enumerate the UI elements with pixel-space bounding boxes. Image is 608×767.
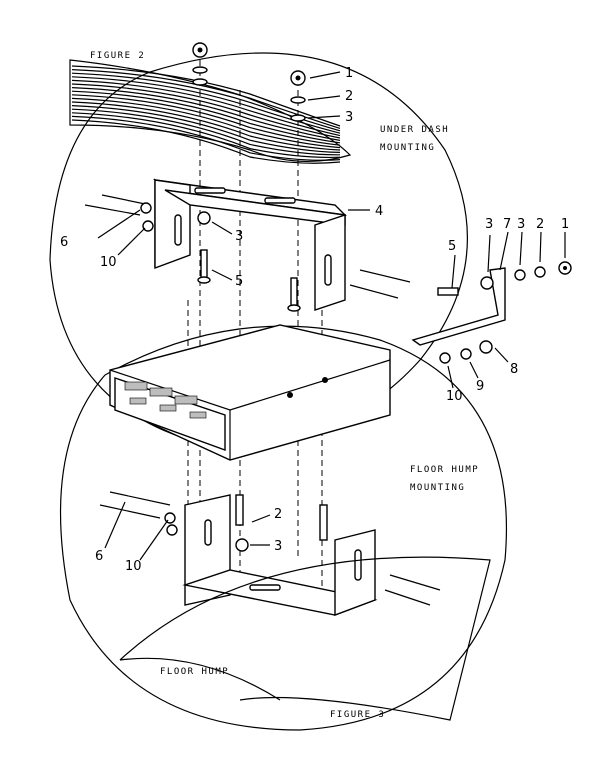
callout-5-upper: 5 bbox=[235, 274, 243, 289]
floor-hump-mounting-line2: MOUNTING bbox=[410, 483, 465, 493]
callout-6-lower: 6 bbox=[95, 549, 103, 564]
callout-2-lower: 2 bbox=[274, 507, 282, 522]
callout-3-lower: 3 bbox=[274, 539, 282, 554]
callout-10-lower: 10 bbox=[125, 559, 142, 574]
callout-10-upper: 10 bbox=[100, 255, 117, 270]
dash-panel-hatch-line bbox=[71, 108, 341, 156]
lower-mounting-bracket bbox=[182, 494, 378, 617]
under-dash-caption-line1: UNDER DASH bbox=[380, 125, 449, 135]
under-dash-caption-line2: MOUNTING bbox=[380, 143, 435, 153]
floor-hump-mounting-line1: FLOOR HUMP bbox=[410, 465, 479, 475]
callout-1-top: 1 bbox=[345, 66, 353, 81]
dash-panel bbox=[69, 59, 352, 164]
callout-5-side: 5 bbox=[448, 239, 456, 254]
dash-panel-hatch-line bbox=[71, 65, 341, 127]
side-strap bbox=[411, 267, 506, 346]
figure3-caption: FIGURE 3 bbox=[330, 710, 385, 720]
dash-panel-hatch-line bbox=[71, 76, 341, 134]
callout-9-side: 9 bbox=[476, 379, 484, 394]
callout-7-side: 7 bbox=[503, 217, 511, 232]
dash-panel-hatch-line bbox=[71, 112, 341, 159]
dash-panel-hatch-line bbox=[71, 101, 341, 151]
dash-panel-hatch-line bbox=[71, 79, 341, 137]
callout-2-side: 2 bbox=[536, 217, 544, 232]
callout-3-upper: 3 bbox=[235, 229, 243, 244]
callout-8-side: 8 bbox=[510, 362, 518, 377]
side-washers bbox=[140, 202, 572, 552]
screws bbox=[84, 194, 459, 606]
callout-1-side: 1 bbox=[561, 217, 569, 232]
dash-panel-hatch-line bbox=[71, 90, 341, 144]
figure3-circle bbox=[59, 325, 508, 731]
dash-panel-hatch-line bbox=[71, 94, 341, 146]
dash-panel-hatch-line bbox=[71, 72, 341, 132]
dash-panel-hatch-line bbox=[71, 115, 341, 161]
upper-mounting-bracket bbox=[153, 178, 347, 311]
dash-panel-hatch-line bbox=[71, 87, 341, 141]
callout-3-side-b: 3 bbox=[517, 217, 525, 232]
dash-panel-hatch-line bbox=[71, 83, 341, 139]
floor-hump-caption: FLOOR HUMP bbox=[160, 667, 229, 677]
dash-panel-hatch-line bbox=[71, 119, 341, 164]
dash-panel-hatch-line bbox=[71, 105, 341, 153]
callout-4: 4 bbox=[375, 204, 383, 219]
callout-6-upper: 6 bbox=[60, 235, 68, 250]
callout-leaders bbox=[97, 71, 566, 561]
callout-3-side-a: 3 bbox=[485, 217, 493, 232]
top-hardware-stack bbox=[192, 42, 306, 122]
radio-unit bbox=[109, 324, 391, 461]
callout-10-side: 10 bbox=[446, 389, 463, 404]
callout-2-top: 2 bbox=[345, 89, 353, 104]
callout-3-top: 3 bbox=[345, 110, 353, 125]
floor-hump bbox=[119, 556, 491, 721]
figure2-caption: FIGURE 2 bbox=[90, 51, 145, 61]
dash-panel-hatch-line bbox=[71, 97, 341, 149]
